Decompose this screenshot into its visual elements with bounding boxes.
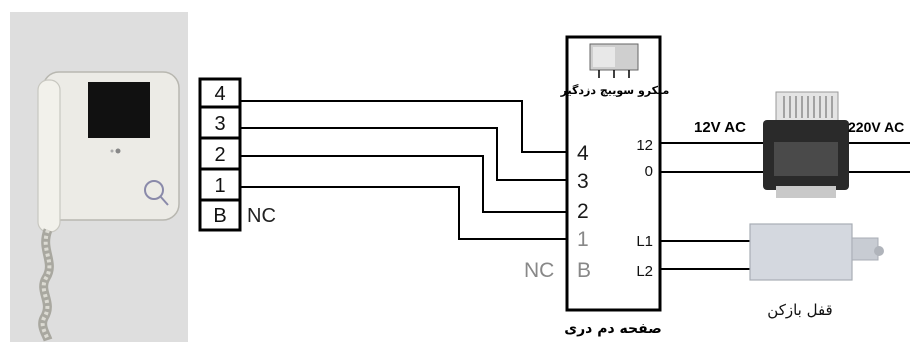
intercom-nc-label: NC xyxy=(247,205,276,227)
transformer-input-label: 220V AC xyxy=(848,119,904,135)
panel-terminal-4: 4 xyxy=(577,142,589,165)
intercom-terminal-b: B xyxy=(213,205,226,227)
intercom-terminal-1: 1 xyxy=(214,175,225,197)
panel-terminal-0: 0 xyxy=(645,163,653,180)
wire-3 xyxy=(240,127,567,181)
transformer-output-label: 12V AC xyxy=(694,119,746,136)
microswitch-label: میکرو سوییچ دزدگیر xyxy=(560,84,670,97)
handset xyxy=(37,79,61,233)
intercom-terminal-3: 3 xyxy=(214,113,225,135)
intercom-terminal-block: 4 3 2 1 B NC xyxy=(198,77,276,232)
panel-terminal-l1: L1 xyxy=(636,233,653,250)
wire-4 xyxy=(240,100,567,153)
monitor-screen xyxy=(88,82,150,138)
intercom-terminal-4: 4 xyxy=(214,83,225,105)
wire-2 xyxy=(240,155,567,213)
panel-nc-label: NC xyxy=(524,259,554,282)
panel-terminal-12: 12 xyxy=(636,137,653,154)
panel-terminal-l2: L2 xyxy=(636,263,653,280)
unlock-key-icon xyxy=(144,180,164,200)
wire-1 xyxy=(240,186,567,240)
lock-label: قفل بازکن xyxy=(767,301,832,319)
panel-terminal-2: 2 xyxy=(577,200,589,223)
panel-terminal-b: B xyxy=(577,259,591,282)
door-panel-caption: صفحه دم دری xyxy=(564,321,661,337)
intercom-monitor xyxy=(37,71,180,342)
transformer xyxy=(763,91,849,198)
intercom-terminal-2: 2 xyxy=(214,144,225,166)
door-panel: میکرو سوییچ دزدگیر 4 3 2 1 B NC 12 0 L1 … xyxy=(524,35,670,312)
intercom-wires xyxy=(240,100,567,240)
door-lock xyxy=(749,223,884,281)
panel-terminal-1: 1 xyxy=(577,228,589,251)
panel-terminal-3: 3 xyxy=(577,170,589,193)
